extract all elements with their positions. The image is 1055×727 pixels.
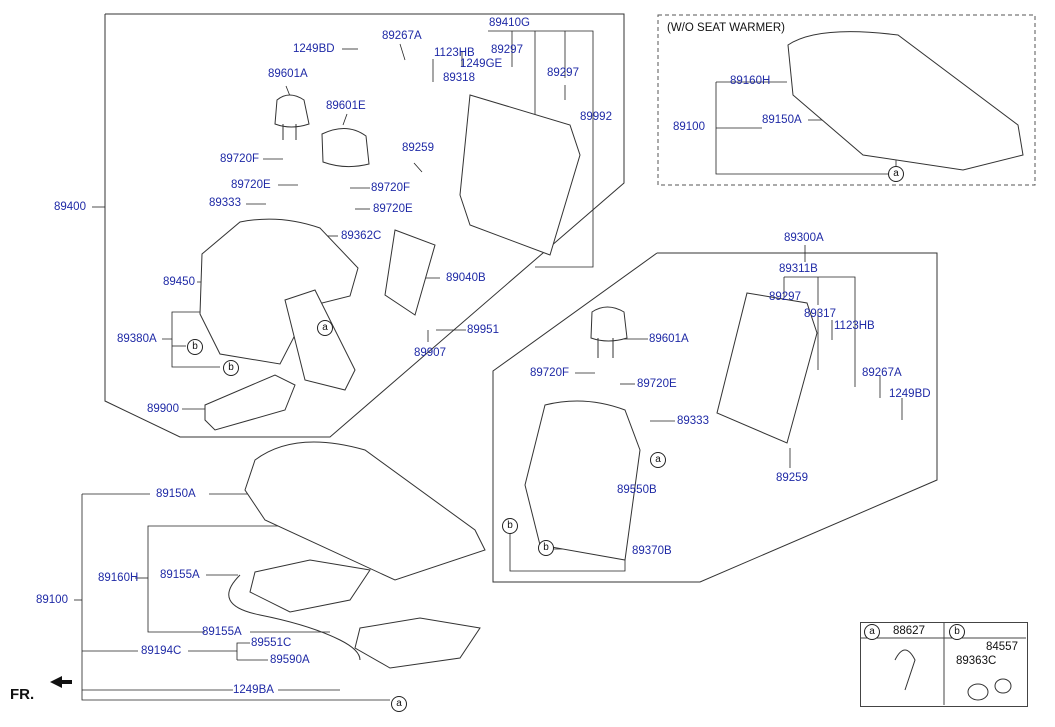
label-89259-top[interactable]: 89259: [402, 142, 434, 154]
heating-mat-2: [354, 617, 481, 669]
label-89951[interactable]: 89951: [467, 324, 499, 336]
armrest-89900: [204, 374, 296, 431]
circle-b-mid1: b: [502, 518, 518, 534]
label-89160H-top[interactable]: 89160H: [730, 75, 771, 87]
seatback-89380A: [199, 218, 359, 365]
label-89194C[interactable]: 89194C: [141, 645, 182, 657]
circle-b-mid2: b: [538, 540, 554, 556]
label-89720E-mid[interactable]: 89720E: [637, 378, 677, 390]
label-89720F-mid[interactable]: 89720F: [530, 367, 570, 379]
label-89100-bottom[interactable]: 89100: [36, 594, 68, 606]
label-89900[interactable]: 89900: [147, 403, 179, 415]
label-89311B[interactable]: 89311B: [779, 263, 818, 275]
circle-b-top2: b: [223, 360, 239, 376]
legend-code-88627[interactable]: 88627: [893, 625, 925, 637]
label-1249BD-mid[interactable]: 1249BD: [889, 388, 931, 400]
label-89450[interactable]: 89450: [163, 276, 195, 288]
circle-a-topright: a: [888, 166, 904, 182]
seatback-89370B: [524, 400, 641, 561]
frame-title: (W/O SEAT WARMER): [667, 22, 785, 34]
label-89400[interactable]: 89400: [54, 201, 86, 213]
label-89590A[interactable]: 89590A: [270, 654, 310, 666]
label-89992[interactable]: 89992: [580, 111, 612, 123]
frame-89300A: [492, 252, 938, 583]
label-89410G[interactable]: 89410G: [489, 17, 530, 29]
frame-89400: [104, 13, 625, 438]
label-89720F-top1[interactable]: 89720F: [220, 153, 260, 165]
label-89297-top2[interactable]: 89297: [547, 67, 579, 79]
label-89259-mid[interactable]: 89259: [776, 472, 808, 484]
frame-wo-seat-warmer: [657, 14, 1036, 186]
seatback-frame-89410G: [459, 94, 581, 256]
label-89720E-top2[interactable]: 89720E: [373, 203, 413, 215]
legend-part-89363C: [967, 683, 989, 701]
headrest-89601E: [321, 128, 370, 168]
label-89160H-bottom[interactable]: 89160H: [98, 572, 139, 584]
label-89267A-top[interactable]: 89267A: [382, 30, 422, 42]
legend-code-89363C[interactable]: 89363C: [956, 655, 997, 667]
legend-wire-88627: [894, 649, 916, 691]
legend-code-84557[interactable]: 84557: [986, 641, 1018, 653]
label-89155A-2[interactable]: 89155A: [202, 626, 242, 638]
label-89720E-top1[interactable]: 89720E: [231, 179, 271, 191]
seatback-frame-89311B: [716, 292, 818, 444]
label-89907[interactable]: 89907: [414, 347, 446, 359]
label-1249BA[interactable]: 1249BA: [233, 684, 274, 696]
label-89318[interactable]: 89318: [443, 72, 475, 84]
legend-box: [860, 622, 1028, 707]
label-89370B[interactable]: 89370B: [632, 545, 672, 557]
front-label: FR.: [10, 686, 35, 703]
label-89297-mid[interactable]: 89297: [769, 291, 801, 303]
heater-wire: [228, 574, 361, 661]
label-89317[interactable]: 89317: [804, 308, 836, 320]
label-89150A-bottom[interactable]: 89150A: [156, 488, 196, 500]
label-89267A-mid[interactable]: 89267A: [862, 367, 902, 379]
label-89720F-top2[interactable]: 89720F: [371, 182, 411, 194]
label-89551C[interactable]: 89551C: [251, 637, 292, 649]
label-89601E[interactable]: 89601E: [326, 100, 366, 112]
label-1123HB-top[interactable]: 1123HB: [434, 47, 475, 59]
cushion-89150A-top: [787, 31, 1024, 171]
cushion-89150A-bottom: [244, 441, 486, 581]
label-89362C[interactable]: 89362C: [341, 230, 382, 242]
label-89100-top[interactable]: 89100: [673, 121, 705, 133]
label-1249BD-top[interactable]: 1249BD: [293, 43, 335, 55]
label-89601A-top[interactable]: 89601A: [268, 68, 308, 80]
legend-circle-a: a: [864, 624, 880, 640]
legend-circle-b: b: [949, 624, 965, 640]
side-bolster: [284, 289, 356, 391]
label-89601A-mid[interactable]: 89601A: [649, 333, 689, 345]
label-89297-top1[interactable]: 89297: [491, 44, 523, 56]
bracket-89040B: [384, 229, 436, 316]
label-1249GE[interactable]: 1249GE: [460, 58, 503, 70]
label-89333-top[interactable]: 89333: [209, 197, 241, 209]
legend-part-84557: [994, 678, 1012, 694]
label-89155A-1[interactable]: 89155A: [160, 569, 200, 581]
label-1123HB-mid[interactable]: 1123HB: [834, 320, 875, 332]
circle-b-top1: b: [187, 339, 203, 355]
front-arrow: [50, 676, 72, 688]
label-89550B[interactable]: 89550B: [617, 484, 657, 496]
label-89150A-top[interactable]: 89150A: [762, 114, 802, 126]
label-89333-mid[interactable]: 89333: [677, 415, 709, 427]
heating-mat-1: [249, 559, 371, 613]
label-89380A[interactable]: 89380A: [117, 333, 157, 345]
circle-a-mid: a: [650, 452, 666, 468]
circle-a-bottom: a: [391, 696, 407, 712]
label-89300A[interactable]: 89300A: [784, 232, 824, 244]
headrest-89601A-mid: [590, 306, 628, 342]
circle-a-top: a: [317, 320, 333, 336]
headrest-89601A-top: [274, 94, 310, 128]
label-89040B[interactable]: 89040B: [446, 272, 486, 284]
